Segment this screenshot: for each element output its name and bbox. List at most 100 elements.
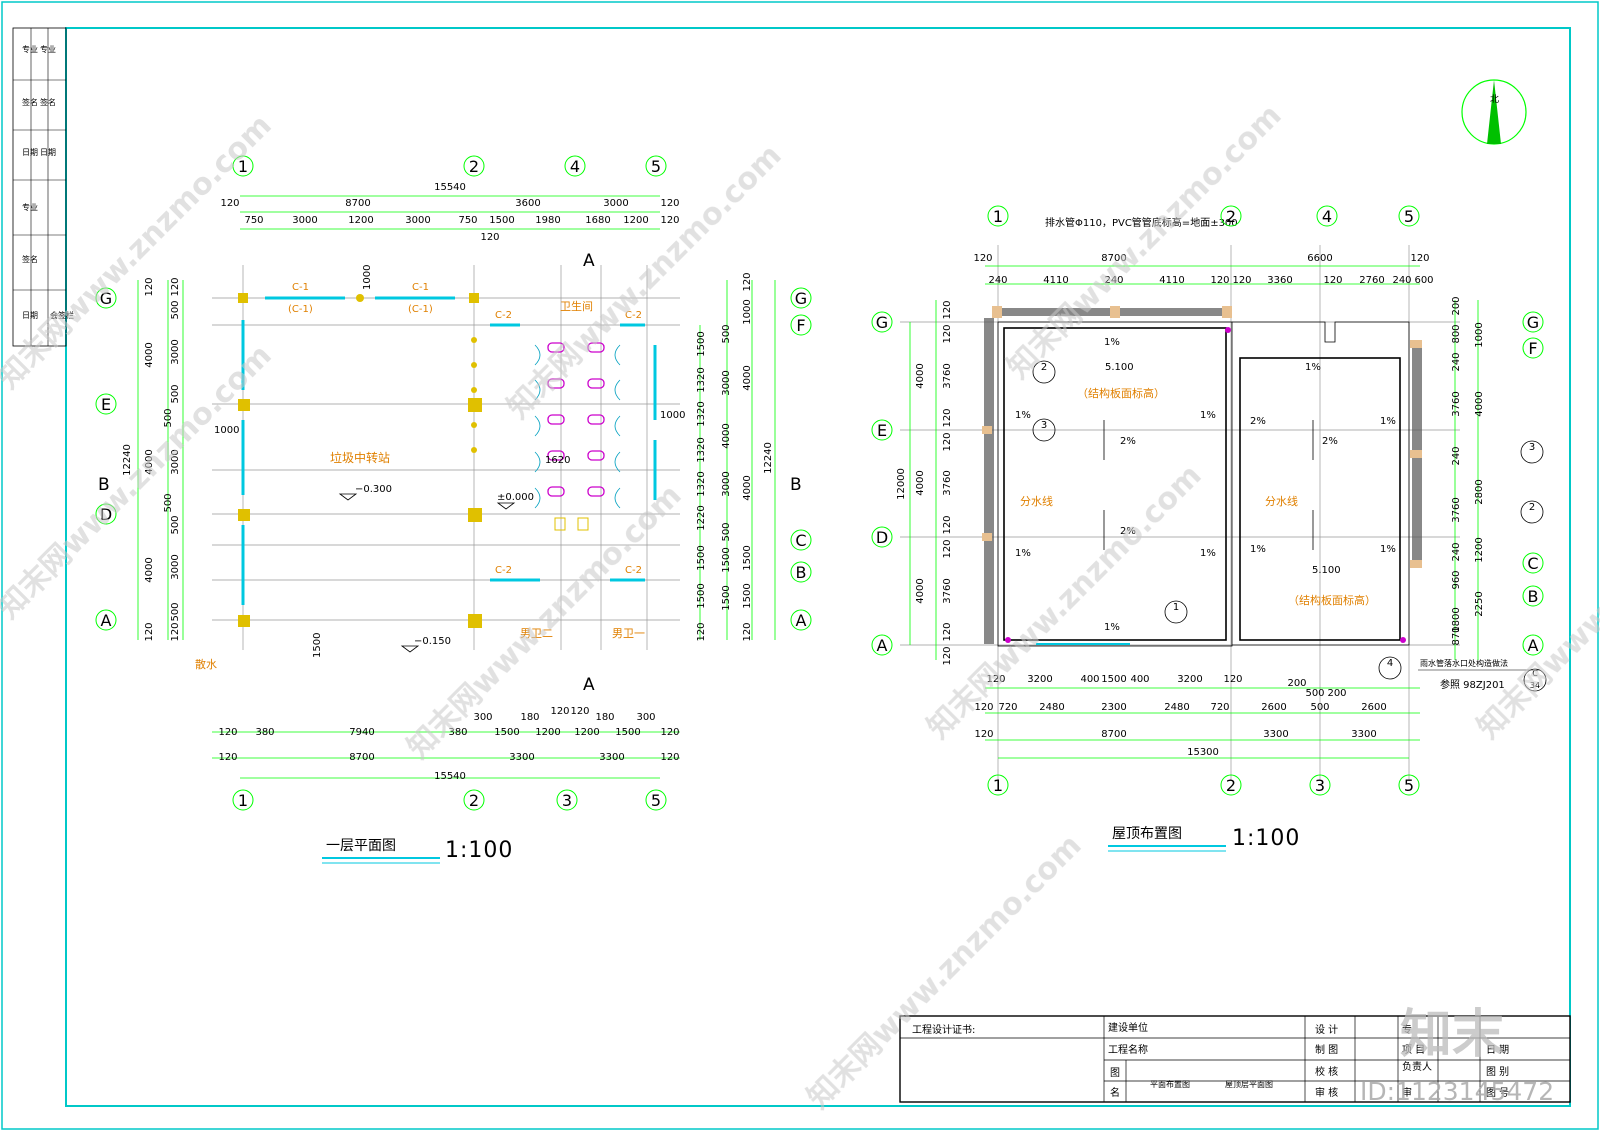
dim-text: 1000 [660, 410, 685, 421]
dim-text: 3000 [721, 370, 732, 395]
dim-text: 1200 [535, 727, 560, 738]
callouts [1032, 360, 1544, 680]
level-text: ±0.000 [497, 492, 534, 503]
drawing-name: 屋顶层平面图 [1225, 1080, 1273, 1089]
dim-text: 3000 [292, 215, 317, 226]
dim-text: 120 [660, 198, 679, 209]
axis-labels: 1 2 4 5 1 2 3 5 G E D A G F C B A [876, 207, 1539, 795]
axis-label: 1 [238, 157, 248, 176]
dim-text: 720 [1210, 702, 1229, 713]
dim-text: 3300 [509, 752, 534, 763]
watermark-logo: 知末 [1400, 1005, 1504, 1065]
first-floor-plan: C-1 (C-1) C-1 (C-1) C-2 C-2 C-2 C-2 卫生间 … [95, 155, 812, 864]
dim-text: 120 [660, 752, 679, 763]
dim-text: 1220 [696, 505, 707, 530]
role-label: 项 目 [1402, 1044, 1425, 1056]
window-label: C-2 [625, 565, 642, 576]
dim-text: 1000 [1474, 322, 1485, 347]
dim-text: 500 [170, 515, 181, 534]
dim-text: 4000 [144, 342, 155, 367]
slope: 2% [1120, 526, 1136, 537]
dim-text: 2480 [1164, 702, 1189, 713]
callout-num: 3 [1041, 420, 1047, 431]
dim-text: 120 [570, 706, 589, 717]
north-arrow-icon: 北 [1461, 79, 1527, 145]
dim-text: 8700 [345, 198, 370, 209]
window-label: C-2 [495, 310, 512, 321]
strip-text: 签名 [40, 97, 56, 107]
slope: 1% [1200, 410, 1216, 421]
dim-text: 1500 [721, 585, 732, 610]
dimension-lines [909, 265, 1479, 759]
strip-text: 会签栏 [50, 310, 74, 320]
watermark-text: 知末网www.znzmo.com [1001, 98, 1289, 386]
columns [238, 293, 589, 628]
role-label: 负责人 [1402, 1060, 1432, 1073]
dim-text: 600 [1414, 275, 1433, 286]
dim-text: 4110 [1043, 275, 1068, 286]
axis-label: E [877, 421, 887, 440]
dim-text: 1500 [494, 727, 519, 738]
plan-scale: 1:100 [445, 838, 513, 863]
axis-label: A [1528, 636, 1539, 655]
dim-text: 400 [1080, 674, 1099, 685]
dim-text: 3760 [1451, 391, 1462, 416]
level-text: 5.100 [1105, 362, 1134, 373]
axis-label: C [1527, 554, 1538, 573]
room-label: 男卫一 [612, 627, 645, 640]
dim-text: 15540 [434, 771, 466, 782]
slope: 1% [1380, 544, 1396, 555]
dim-text: 1500 [312, 633, 323, 658]
dim-text: 120 [742, 272, 753, 291]
drawing-name: 平面布置图 [1150, 1079, 1190, 1089]
dim-text: 3000 [603, 198, 628, 209]
dim-text: 2800 [1474, 479, 1485, 504]
axis-label: A [101, 611, 112, 630]
axis-label: A [796, 611, 807, 630]
dim-text: 960 [1451, 570, 1462, 589]
dim-text: 500 [1310, 702, 1329, 713]
project-label: 工程名称 [1108, 1043, 1148, 1056]
axis-label: 2 [1226, 776, 1236, 795]
detail-sym: C [1532, 669, 1538, 678]
dim-text: 120 [942, 622, 953, 641]
dim-text: 3600 [515, 198, 540, 209]
dim-text: 240 [1451, 446, 1462, 465]
dim-text: 1320 [696, 401, 707, 426]
dim-text: 3200 [1177, 674, 1202, 685]
callout-num: 4 [1387, 658, 1393, 669]
dim-text: 12000 [896, 468, 907, 500]
dim-text: 300 [473, 712, 492, 723]
dim-text: 3000 [170, 339, 181, 364]
dim-text: 500 [721, 324, 732, 343]
dim-text: 2300 [1101, 702, 1126, 713]
dim-text: 200 [1451, 296, 1462, 315]
dim-text: 120 [660, 727, 679, 738]
dim-text: 120 [550, 706, 569, 717]
dim-text: 1680 [585, 215, 610, 226]
window-label: C-1 [412, 282, 429, 293]
strip-text: 签名 [22, 97, 38, 107]
roof-plan: 1% 1% 1% 2% 2% 1% 1% 1% 1% 2% 2% 1% 1% 1… [871, 79, 1547, 852]
dim-text: 3760 [942, 363, 953, 388]
axis-label: 2 [469, 157, 479, 176]
axis-bubbles [95, 155, 812, 811]
ramp-label: 散水 [195, 657, 217, 671]
dim-text: 1320 [696, 367, 707, 392]
dim-text: 120 [1223, 674, 1242, 685]
callout-num: 2 [1041, 362, 1047, 373]
watermark-id: ID:1123145472 [1360, 1077, 1554, 1106]
north-label: 北 [1490, 94, 1499, 105]
dim-text: 120 [696, 622, 707, 641]
dims-bottom: 120 3200 400 1500 400 3200 120 200 500 2… [974, 674, 1386, 758]
strip-text: 专业 [22, 44, 38, 54]
axis-label: 3 [562, 791, 572, 810]
dim-text: 180 [595, 712, 614, 723]
dim-text: 120 [660, 215, 679, 226]
callout-num: 3 [1529, 442, 1535, 453]
dim-text: 4000 [721, 423, 732, 448]
axis-label: F [796, 316, 805, 335]
detail-reference: 雨水管落水口处构造做法 参照 98ZJ201 C 34 [1418, 658, 1547, 692]
window-label: (C-1) [408, 304, 433, 315]
